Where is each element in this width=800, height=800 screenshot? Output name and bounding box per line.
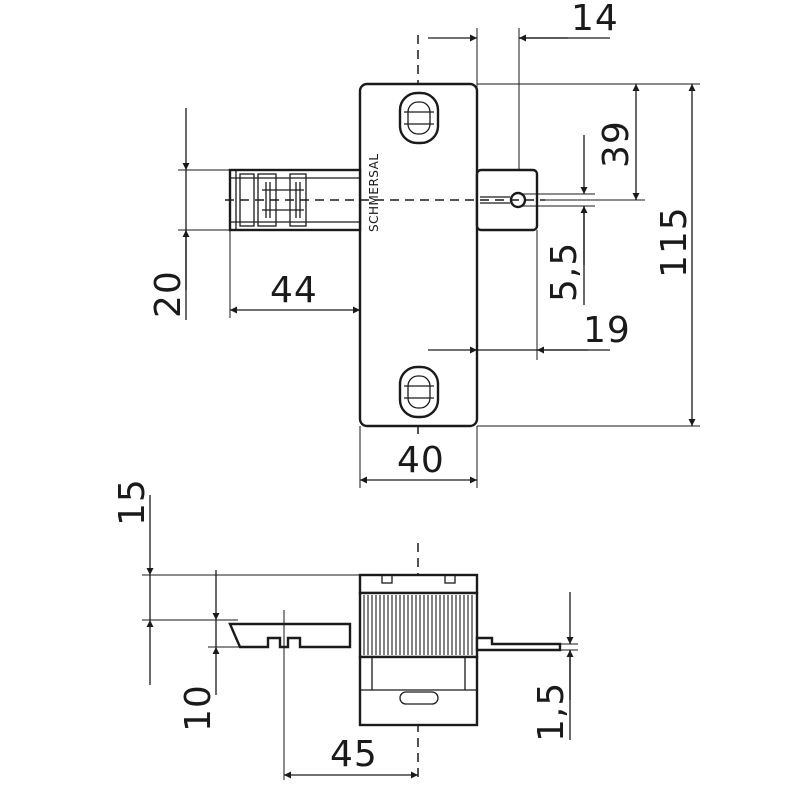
actuator-side — [228, 622, 352, 649]
dim-115-label: 115 — [654, 206, 695, 278]
dim-20-label: 20 — [148, 270, 189, 318]
dim-19 — [428, 230, 610, 360]
dim-40-label: 40 — [397, 440, 445, 481]
dim-14 — [428, 28, 610, 170]
dim-44-label: 44 — [270, 270, 318, 311]
tab-side — [475, 636, 562, 652]
dim-1-5-label: 1,5 — [531, 682, 572, 742]
upper-mounting-slot — [398, 91, 440, 145]
housing-ribs — [363, 595, 473, 655]
dim-5-5 — [522, 135, 595, 305]
right-tab — [475, 168, 539, 232]
side-view: 15 10 1,5 45 — [112, 478, 578, 780]
actuator — [228, 168, 362, 232]
dim-20 — [178, 108, 232, 320]
dim-5-5-label: 5,5 — [544, 242, 585, 302]
housing-top-cap — [358, 573, 479, 595]
dim-15 — [142, 495, 360, 685]
top-view: SCHMERSAL — [148, 0, 700, 488]
dim-19-label: 19 — [583, 310, 631, 351]
dim-14-label: 14 — [571, 0, 619, 39]
dim-40 — [359, 426, 478, 488]
dim-10 — [208, 570, 240, 695]
switch-body — [358, 82, 479, 428]
dim-44 — [229, 230, 360, 318]
lower-mounting-slot — [398, 365, 440, 419]
dim-45-label: 45 — [330, 734, 378, 775]
dim-10-label: 10 — [178, 684, 219, 732]
dim-1-5 — [560, 592, 578, 740]
dim-39-label: 39 — [596, 120, 637, 168]
dim-15-label: 15 — [112, 478, 153, 526]
housing-base — [358, 655, 479, 727]
brand-label: SCHMERSAL — [367, 153, 381, 232]
